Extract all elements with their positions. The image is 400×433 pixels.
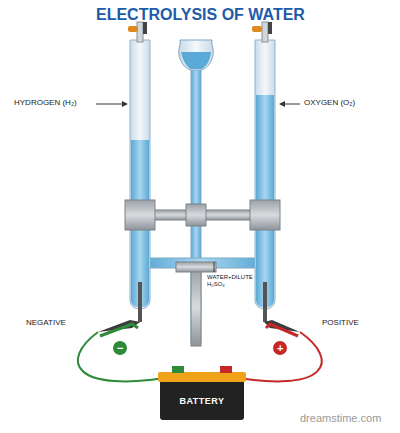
- battery-box: BATTERY: [160, 382, 244, 420]
- sign-symbol: +: [277, 342, 283, 354]
- solution-label: WATER+DILUTE H₂SO₄: [207, 274, 267, 288]
- gas-label: HYDROGEN (H₂): [14, 98, 77, 107]
- watermark: dreamstime.com: [300, 412, 381, 424]
- sign-symbol: −: [117, 342, 123, 354]
- terminal-label: POSITIVE: [322, 318, 359, 327]
- diagram-title: ELECTROLYSIS OF WATER: [96, 6, 305, 24]
- gas-label: OXYGEN (O₂): [304, 98, 355, 107]
- terminal-label: NEGATIVE: [26, 318, 66, 327]
- battery-label: BATTERY: [180, 396, 225, 406]
